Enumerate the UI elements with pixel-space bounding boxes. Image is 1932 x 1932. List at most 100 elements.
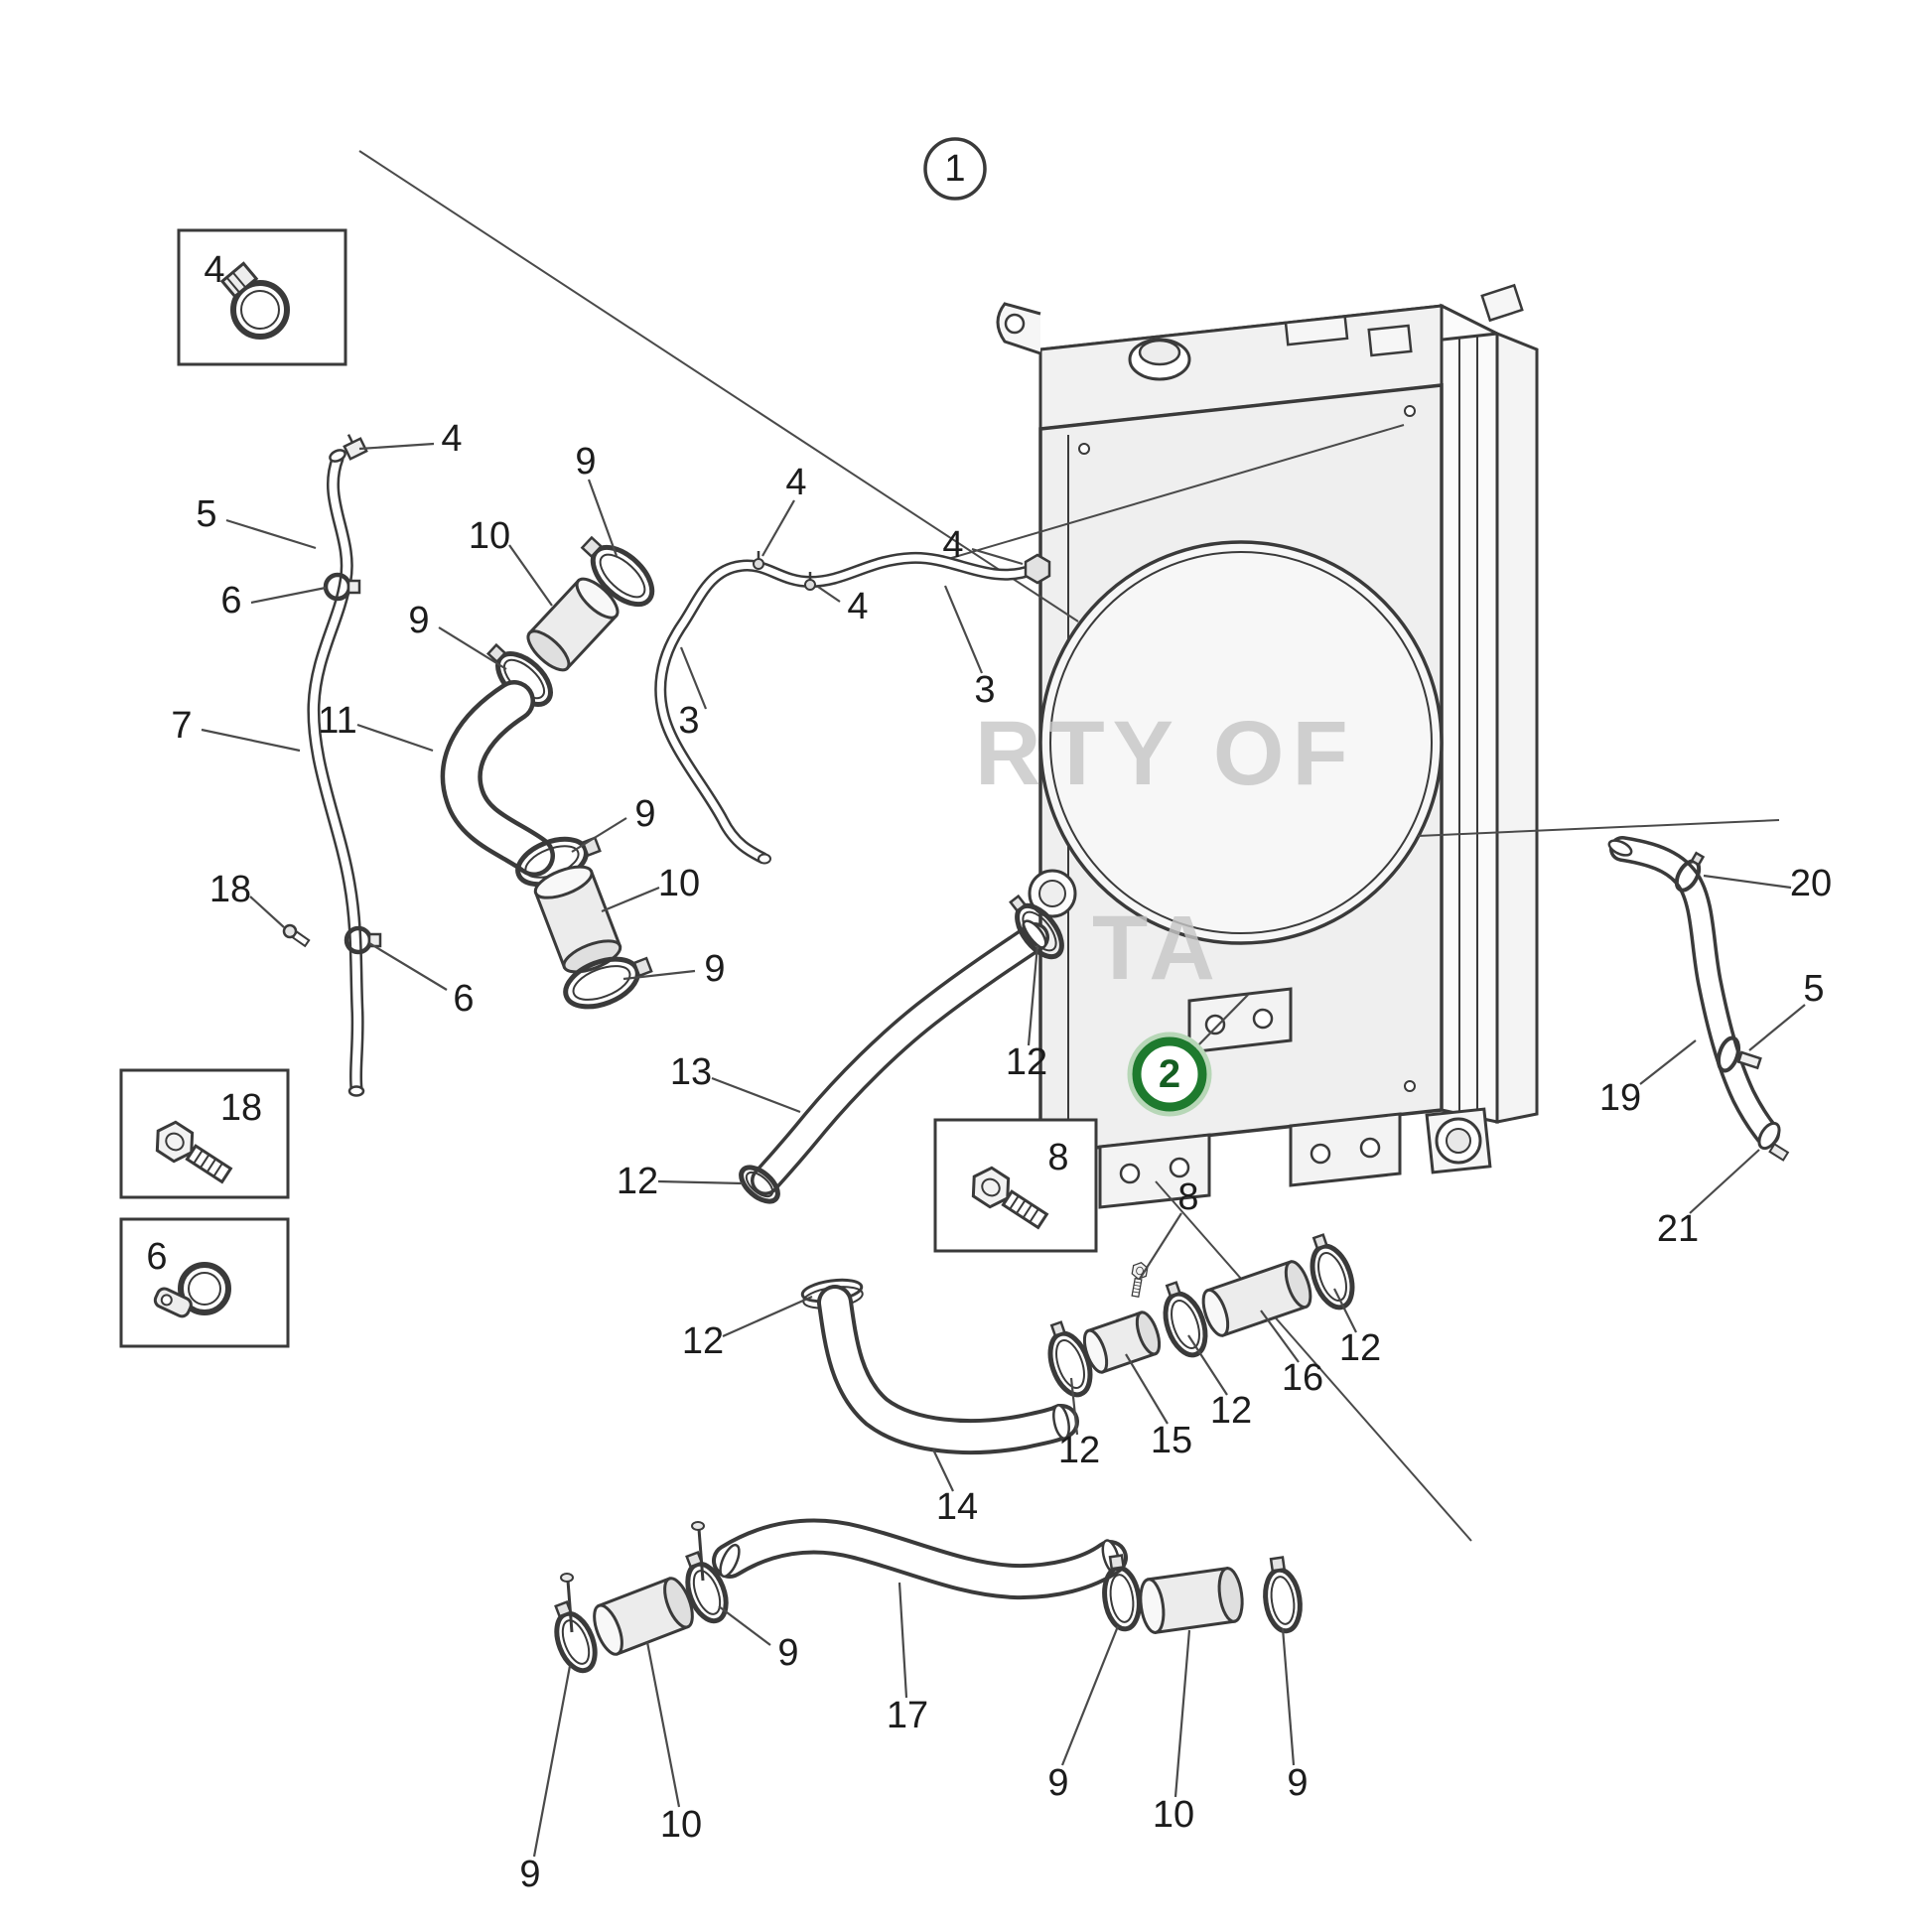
clip-4-a	[753, 551, 764, 570]
connector-10-c	[593, 1577, 694, 1656]
hose-17	[712, 1518, 1128, 1600]
callout-12: 12	[1339, 1327, 1381, 1369]
clamp-screw-pin-b	[560, 1573, 574, 1633]
hose-13	[751, 919, 1049, 1195]
callout-13: 13	[670, 1051, 712, 1093]
pipe-16	[1201, 1260, 1312, 1337]
callout-12: 12	[1210, 1390, 1252, 1432]
leader-line	[508, 544, 553, 607]
watermark-text: RTY OF	[975, 703, 1356, 804]
callout-4: 4	[847, 586, 868, 627]
callout-16: 16	[1282, 1357, 1323, 1399]
clamp-9-f	[554, 1599, 598, 1674]
callout-20: 20	[1790, 863, 1832, 904]
callout-9: 9	[519, 1854, 540, 1895]
leader-line	[1187, 1334, 1228, 1396]
leader-line	[897, 1582, 908, 1699]
leader-line	[1689, 1149, 1760, 1214]
leader-line	[368, 942, 448, 991]
callout-9: 9	[408, 600, 429, 641]
leader-line	[1069, 1377, 1079, 1436]
callout-14: 14	[936, 1486, 978, 1528]
screw-18	[282, 923, 311, 948]
callout-7: 7	[171, 705, 192, 747]
clip-4-b	[804, 572, 816, 591]
watermark: RTY OF TA	[975, 703, 1356, 999]
bolt-8-small	[1127, 1260, 1150, 1299]
construction-line	[1417, 819, 1780, 837]
callout-10: 10	[1153, 1794, 1194, 1836]
leader-line	[1748, 1004, 1806, 1051]
hose-14	[817, 1285, 1079, 1455]
leader-line	[1027, 944, 1039, 1046]
callout-5: 5	[196, 493, 216, 535]
inset-box-label-18: 18	[220, 1087, 262, 1129]
callout-12: 12	[1058, 1430, 1100, 1471]
callout-12: 12	[617, 1161, 658, 1202]
balloons: 12	[923, 137, 1212, 1117]
leader-line	[1703, 874, 1792, 890]
balloon-number: 2	[1159, 1052, 1180, 1096]
parts-layer	[282, 434, 1790, 1674]
clamp-screw-pin-a	[691, 1521, 705, 1582]
watermark-text: TA	[1092, 897, 1223, 999]
leader-line	[817, 586, 841, 603]
clamp-9-e	[685, 1550, 729, 1624]
leader-line	[601, 886, 660, 913]
callout-17: 17	[887, 1695, 928, 1736]
clamp-9-a	[580, 535, 655, 608]
hose-7	[307, 449, 365, 1097]
inset-box-18	[119, 1068, 290, 1199]
leader-line	[1639, 1039, 1697, 1085]
construction-line	[358, 150, 1079, 622]
lower-support-bracket	[1187, 987, 1293, 1054]
callout-5: 5	[1803, 968, 1824, 1010]
balloon-number: 1	[944, 148, 965, 190]
leader-line	[711, 1076, 801, 1114]
leader-line	[718, 1605, 771, 1646]
callout-10: 10	[660, 1804, 702, 1846]
callout-9: 9	[575, 441, 596, 483]
radiator-rear-panel	[1495, 331, 1539, 1124]
clamp-9-g	[1102, 1554, 1142, 1632]
hose-11	[440, 680, 555, 877]
leader-line	[932, 1449, 954, 1492]
leader-line	[438, 626, 507, 670]
hose-end-21	[1757, 1121, 1790, 1162]
balloon-circle	[923, 137, 987, 201]
balloon-highlight-ring	[1127, 1032, 1212, 1117]
leader-line	[1139, 1212, 1182, 1280]
inset-box-8	[933, 1118, 1098, 1253]
callout-10: 10	[469, 515, 510, 557]
callout-11: 11	[318, 700, 356, 742]
callout-8: 8	[1177, 1176, 1198, 1218]
mounting-foot-right	[1289, 1112, 1402, 1187]
hose-clamp-icon	[219, 261, 290, 340]
callout-21: 21	[1657, 1208, 1699, 1250]
p-clip-icon	[153, 1262, 231, 1318]
pipe-15	[1082, 1311, 1162, 1374]
clamp-12-a	[1009, 894, 1064, 960]
callout-4: 4	[785, 462, 806, 503]
inset-box-label-4: 4	[204, 249, 224, 291]
leader-line	[657, 1179, 744, 1185]
leader-line	[1190, 994, 1249, 1053]
leader-line	[1173, 1629, 1191, 1798]
callout-12: 12	[682, 1320, 724, 1362]
leader-line	[358, 442, 435, 451]
hose-19	[1607, 836, 1780, 1147]
leader-line	[1125, 1353, 1169, 1425]
callout-6: 6	[220, 580, 241, 621]
clip-4-hose7	[343, 434, 368, 461]
callout-10: 10	[658, 863, 700, 904]
clamp-9-h	[1263, 1556, 1303, 1634]
callout-4: 4	[942, 524, 963, 566]
callout-9: 9	[1287, 1762, 1308, 1804]
callout-9: 9	[1047, 1762, 1068, 1804]
leader-line	[943, 585, 984, 674]
clamp-20	[1674, 851, 1706, 893]
balloon-2: 2	[1127, 1032, 1212, 1117]
construction-lines	[358, 150, 1780, 1542]
